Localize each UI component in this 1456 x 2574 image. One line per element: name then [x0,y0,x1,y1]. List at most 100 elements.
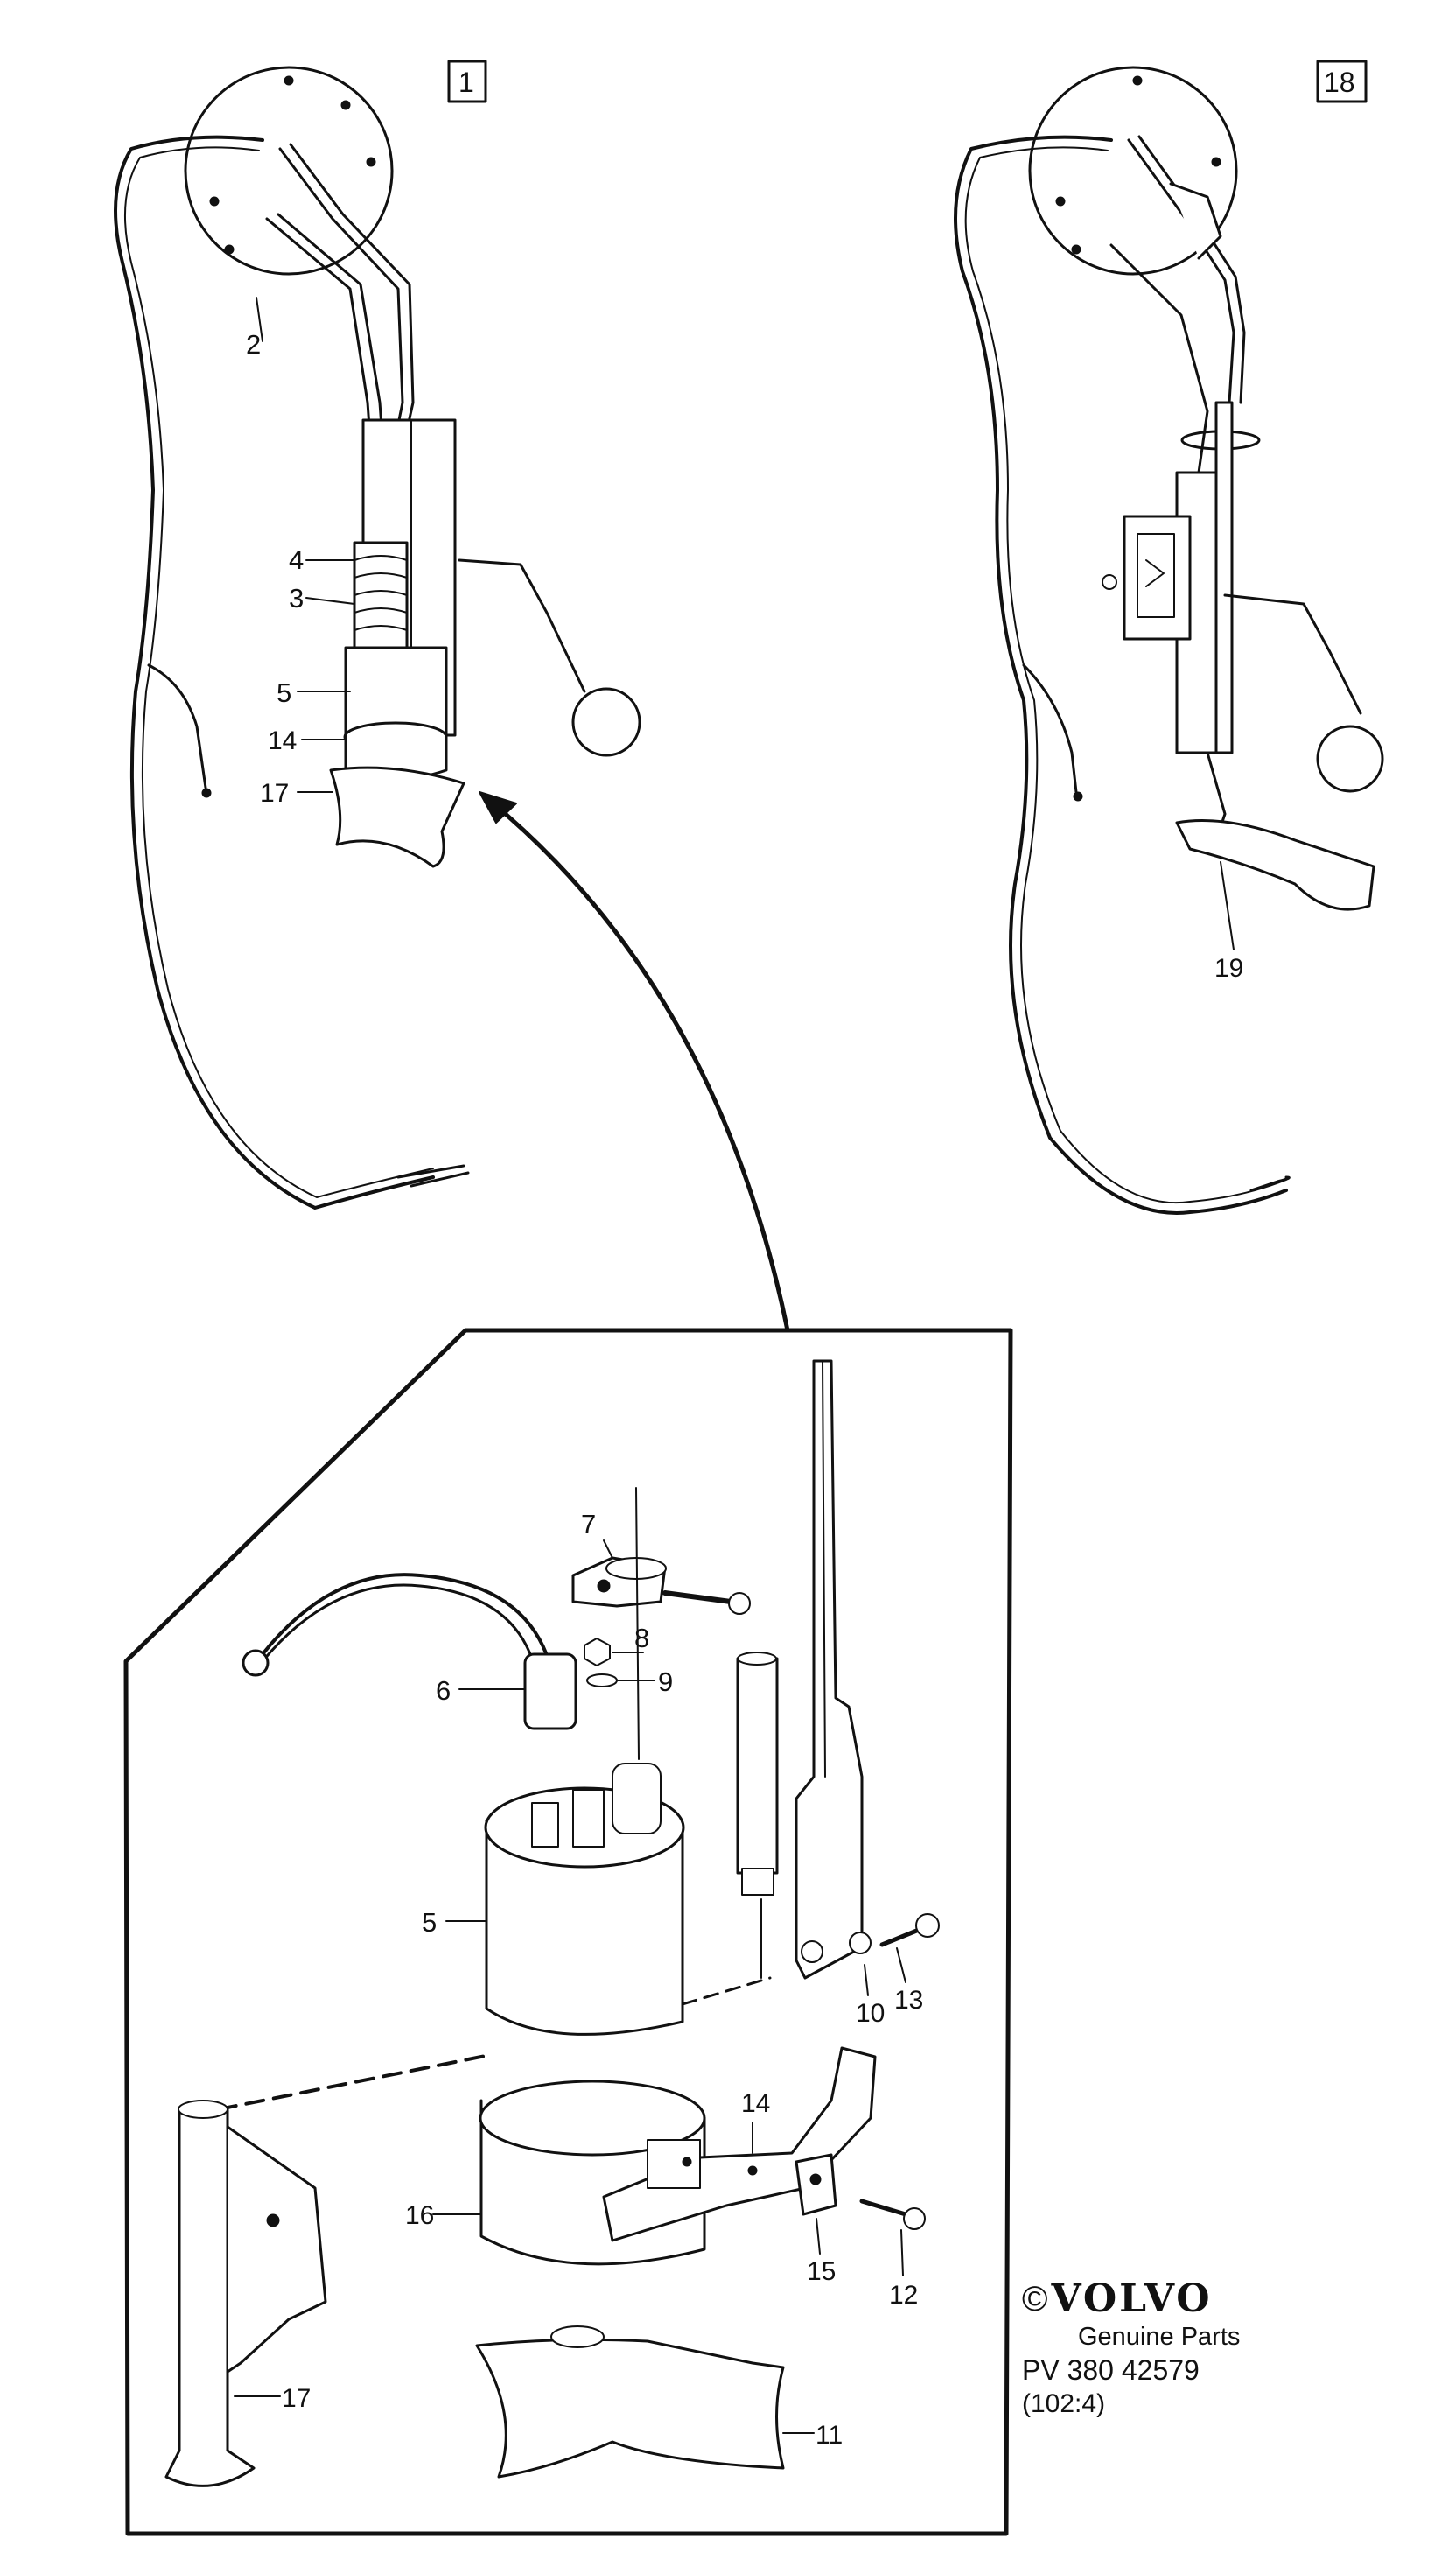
callout-15: 12 [889,2281,918,2310]
brand-block: © VOLVO Genuine Parts PV 380 42579 (102:… [1022,2277,1320,2421]
volvo-wordmark: VOLVO [1051,2276,1213,2321]
callout-3: 3 [289,583,304,614]
flange-disc [184,66,394,276]
leader-19 [1220,861,1235,950]
view-number-1: 1 [458,67,474,98]
flange-bolt-hole [284,75,294,86]
wiring-harness [123,146,434,1198]
clip-screw [662,1590,733,1604]
callout-12: 17 [282,2384,311,2413]
clip-hole [597,1579,611,1593]
washer-9 [586,1673,618,1687]
resistor-terminal [1102,574,1117,590]
callout-13: 14 [741,2089,770,2118]
leader-10 [896,1947,906,1983]
washer [849,1932,872,1954]
clip-screw-head [728,1592,751,1615]
detail-inset: 13 10 7 6 8 9 5 [123,1328,1013,2536]
view-number-18: 18 [1324,67,1355,98]
ring-terminal [242,1649,270,1677]
connector-leads [1250,1175,1291,1192]
flange-bolt-hole [1071,244,1082,255]
flange-bolt-hole [340,100,351,110]
arrow-head [479,791,517,824]
volvo-logo: © VOLVO [1022,2277,1320,2321]
float [1316,725,1384,793]
wiring-harness [114,135,435,1210]
ground-lead [1022,663,1078,794]
strap-tab [647,2139,701,2189]
resistor-window [1137,533,1175,618]
callout-7: 7 [581,1509,596,1539]
detail-pointer-arrow [487,798,790,1333]
callout-11: 10 [856,1999,885,2028]
pump-terminal [531,1802,559,1848]
screw-10 [879,1927,921,1947]
holder-strap [602,2046,877,2242]
leader-2 [256,297,263,342]
clip-nut-hole [809,2173,822,2185]
callout-10: 13 [894,1986,923,2015]
assembly-line [681,1976,772,2006]
flange-bolt-hole [1132,75,1143,86]
screw-15-head [903,2207,926,2230]
flange-bolt-hole [1211,157,1222,167]
pipe-bracket [1169,182,1222,260]
bracket-hole [801,1940,823,1963]
assembly-line [217,2053,492,2111]
callout-5: 5 [422,1907,437,1938]
fuel-pipe [1127,138,1236,404]
wiring-harness [954,135,1288,1215]
view-number-box-1 [447,60,487,103]
callout-8: 8 [634,1623,649,1653]
center-axis [635,1487,640,1760]
flange-bolt-hole [1055,196,1066,207]
leader-7 [603,1539,613,1559]
tube-nipple [741,1868,774,1896]
callout-19: 19 [1214,954,1243,983]
bracket-flange [226,2125,327,2374]
leader-11 [864,1964,869,1996]
assembly-view-18: 18 19 [954,60,1384,1215]
resistor-wiper [1145,559,1165,587]
hose-clamp-rings [354,555,408,631]
callout-9: 9 [658,1666,673,1697]
strap-hole [747,2165,758,2176]
wire-connector [523,1652,578,1730]
pump-terminal [572,1789,605,1848]
bracket-hole [266,2213,280,2227]
nut-8 [584,1638,611,1666]
view-number-box-18 [1316,60,1368,103]
pump-wire [261,1583,537,1672]
flange-disc [1028,66,1238,276]
group-code: (102:4) [1022,2389,1106,2418]
bracket-top [178,2100,228,2119]
leader-3 [305,597,355,605]
copyright-symbol: © [1022,2280,1048,2318]
callout-17: 11 [816,2421,843,2450]
leader-15 [900,2229,904,2276]
tube-end [737,1652,777,1666]
float-arm [1223,593,1362,715]
catalog-code: PV 380 42579 [1022,2354,1200,2386]
callout-17: 17 [260,779,289,808]
leader-16 [816,2218,821,2255]
filter-sock-17 [475,2338,785,2479]
callout-14: 14 [268,726,297,755]
assembly-view-1: 1 [114,60,641,1210]
flange-bolt-hole [366,157,376,167]
strap-hole [682,2157,692,2167]
flange-bolt-hole [209,196,220,207]
pump-outlet [612,1763,662,1834]
callout-16: 15 [807,2257,836,2286]
callout-6: 6 [436,1675,451,1706]
screw-15 [859,2199,908,2217]
ground-lead [147,663,207,789]
pump-wire [261,1573,551,1665]
flange-bolt-hole [224,244,234,255]
float-arm [458,558,586,693]
strainer [1175,819,1376,911]
genuine-parts-text: Genuine Parts [1078,2323,1241,2351]
return-pipe [1110,243,1209,474]
